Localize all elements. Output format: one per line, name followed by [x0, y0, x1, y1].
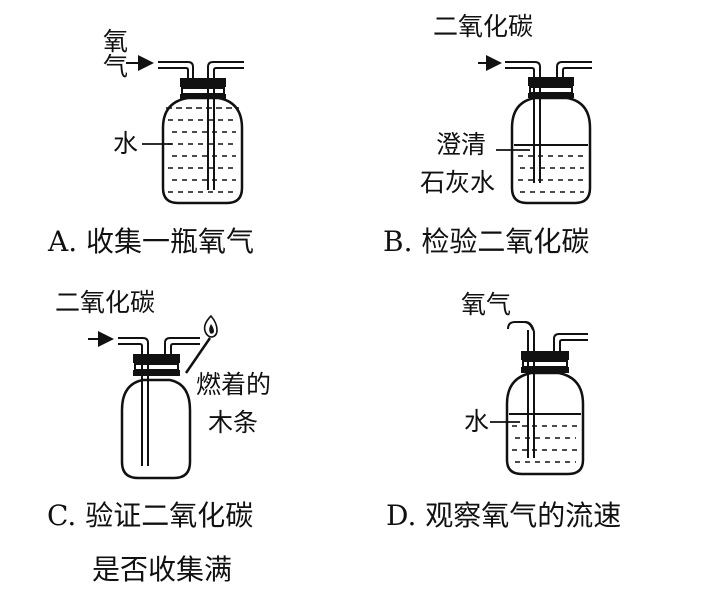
panel-c-stick-label-1: 燃着的	[196, 370, 272, 399]
panel-c-caption-line-1: C. 验证二氧化碳	[47, 499, 254, 532]
wash-bottle-icon	[88, 314, 218, 480]
wash-bottle-icon	[490, 321, 588, 476]
panel-d-caption: D. 观察氧气的流速	[386, 499, 622, 532]
panel-d-liquid-label: 水	[464, 407, 490, 436]
flame-icon	[203, 314, 218, 338]
panel-d-gas-label: 氧气	[461, 290, 512, 319]
panel-b-gas-label: 二氧化碳	[433, 12, 534, 41]
panel-c-stick-label-2: 木条	[208, 408, 259, 437]
panel-b-caption: B. 检验二氧化碳	[383, 225, 590, 258]
panel-b-liquid-label-1: 澄清	[436, 130, 487, 159]
panel-c-gas-label: 二氧化碳	[55, 288, 156, 317]
panel-a-gas-label-1: 氧	[103, 27, 129, 56]
panel-c-caption-line-2: 是否收集满	[92, 553, 233, 586]
panel-a-caption: A. 收集一瓶氧气	[48, 225, 255, 258]
wood-stick	[184, 337, 212, 374]
panel-a-liquid-label: 水	[113, 129, 139, 158]
wash-bottle-icon	[478, 55, 592, 205]
panel-b-liquid-label-2: 石灰水	[420, 168, 496, 197]
wash-bottle-icon	[126, 55, 244, 205]
panel-a-gas-label-2: 气	[103, 52, 129, 81]
